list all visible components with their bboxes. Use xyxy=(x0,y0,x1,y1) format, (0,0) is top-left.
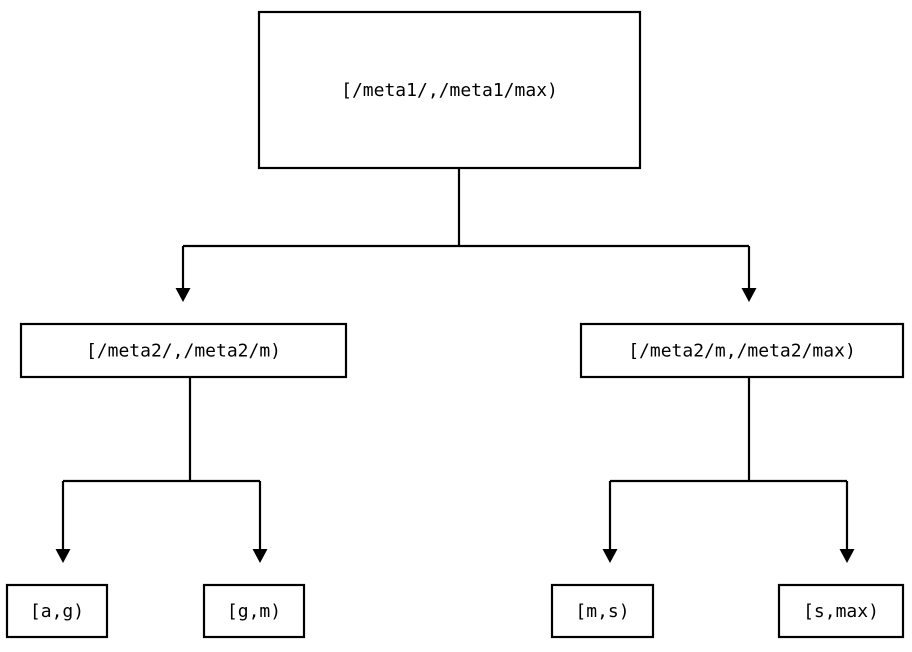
node-leaf-smax-label: [s,max) xyxy=(803,601,879,622)
node-leaf-ms[interactable]: [m,s) xyxy=(550,583,655,639)
node-leaf-smax[interactable]: [s,max) xyxy=(777,583,905,639)
node-leaf-ag-label: [a,g) xyxy=(30,601,84,622)
arrowhead-to-mid-left xyxy=(175,288,191,302)
node-leaf-gm-box xyxy=(202,583,306,639)
node-leaf-ag[interactable]: [a,g) xyxy=(5,583,109,639)
node-leaf-ms-label: [m,s) xyxy=(575,601,629,622)
node-mid-left-box xyxy=(19,322,348,379)
edge-group-mid-right xyxy=(602,377,855,563)
node-mid-right-box xyxy=(579,322,905,379)
arrowhead-to-leaf-gm xyxy=(252,549,268,563)
node-leaf-gm[interactable]: [g,m) xyxy=(202,583,306,639)
node-root[interactable]: [/meta1/,/meta1/max) xyxy=(257,10,642,170)
node-root-box xyxy=(257,10,642,170)
arrowhead-to-mid-right xyxy=(741,288,757,302)
arrowhead-to-leaf-smax xyxy=(839,549,855,563)
node-mid-right[interactable]: [/meta2/m,/meta2/max) xyxy=(579,322,905,379)
node-leaf-gm-label: [g,m) xyxy=(227,601,281,622)
node-leaf-smax-box xyxy=(777,583,905,639)
node-mid-left[interactable]: [/meta2/,/meta2/m) xyxy=(19,322,348,379)
node-root-label: [/meta1/,/meta1/max) xyxy=(341,80,558,101)
edge-group-mid-left xyxy=(55,377,268,563)
node-leaf-ag-box xyxy=(5,583,109,639)
arrowhead-to-leaf-ag xyxy=(55,549,71,563)
edge-group-root xyxy=(175,168,757,302)
node-leaf-ms-box xyxy=(550,583,655,639)
arrowhead-to-leaf-ms xyxy=(602,549,618,563)
node-mid-right-label: [/meta2/m,/meta2/max) xyxy=(628,341,856,362)
node-mid-left-label: [/meta2/,/meta2/m) xyxy=(86,341,281,362)
